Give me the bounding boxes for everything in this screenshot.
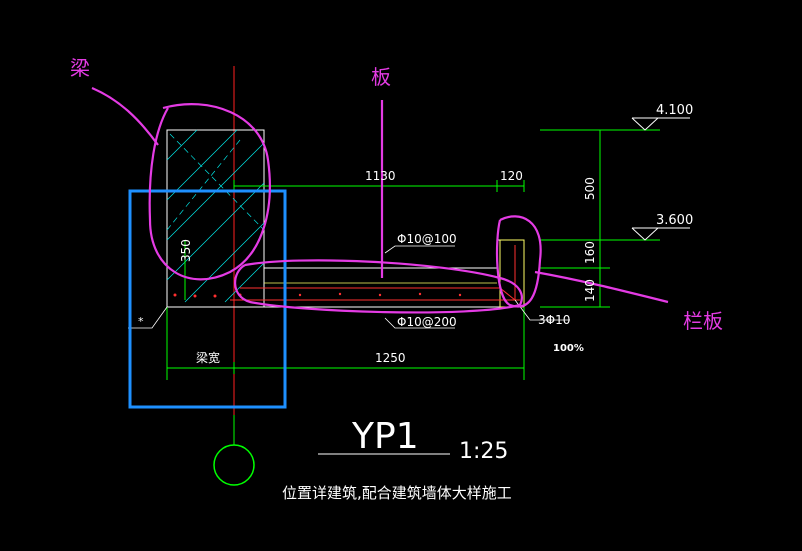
rebar-star: *: [138, 315, 144, 328]
dim-500: 500: [583, 177, 597, 200]
dim-top-span: 1130: [365, 169, 396, 183]
dim-beam-height: 350: [179, 239, 193, 262]
beam-section: [166, 129, 265, 308]
rebar-top-label: Φ10@100: [397, 232, 457, 246]
dim-160: 160: [583, 241, 597, 264]
dimension-lines: [166, 129, 660, 380]
elevation-lower: 3.600: [656, 213, 693, 228]
zoom-level: 100%: [553, 343, 584, 354]
parapet-annotation: 栏板: [683, 309, 723, 333]
leader-lines: [128, 245, 570, 329]
detail-scale: 1:25: [459, 439, 508, 464]
detail-note: 位置详建筑,配合建筑墙体大样施工: [282, 484, 512, 502]
dim-140: 140: [583, 279, 597, 302]
dim-bottom-span: 1250: [375, 351, 406, 365]
rebar-bottom-label: Φ10@200: [397, 315, 457, 329]
slab-rebar-top: [240, 245, 516, 302]
beam-annotation: 梁: [70, 56, 90, 80]
dim-top-right: 120: [500, 169, 523, 183]
slab-annotation: 板: [371, 65, 391, 89]
axis-bubble: [213, 444, 255, 486]
elevation-upper: 4.100: [656, 103, 693, 118]
annotation-strokes: [91, 86, 669, 314]
slab-section: [167, 239, 525, 308]
highlight-box: [128, 189, 287, 409]
slab-rebar-dots: [298, 292, 462, 297]
rebar-corner-label: 3Φ10: [538, 313, 570, 327]
detail-title: YP1: [351, 416, 419, 457]
dim-beam-width: 梁宽: [196, 350, 220, 365]
elevation-marks: [631, 117, 690, 241]
